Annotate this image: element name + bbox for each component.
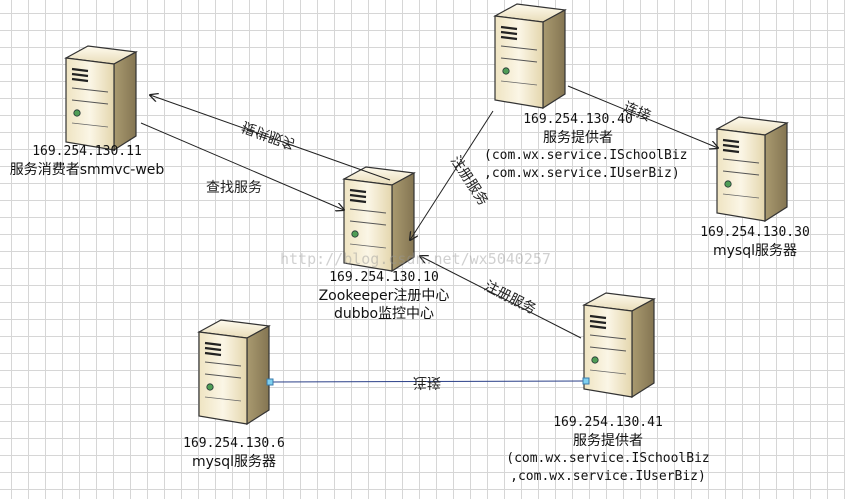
consumer-server-icon [64, 44, 138, 152]
mysql6-ip: 169.254.130.6 [183, 436, 285, 451]
connector-handle[interactable] [582, 377, 590, 385]
mysql6-label: 169.254.130.6 mysql服务器 [164, 435, 304, 471]
provider41-iface1: (com.wx.service.ISchoolBiz [506, 451, 710, 466]
mysql30-label: 169.254.130.30 mysql服务器 [685, 224, 825, 260]
mysql6-name: mysql服务器 [192, 454, 276, 470]
provider41-ip: 169.254.130.41 [553, 415, 663, 430]
mysql6-server-icon [197, 318, 271, 426]
consumer-label: 169.254.130.11 服务消费者smmvc-web [2, 143, 172, 179]
provider41-name: 服务提供者 [573, 433, 643, 449]
watermark: http://blog.csdn.net/wx5040257 [280, 250, 551, 268]
provider41-server-icon [582, 291, 656, 399]
connect-41-6-line [269, 380, 587, 383]
register-41-arrow [420, 256, 582, 339]
zookeeper-label: 169.254.130.10 Zookeeper注册中心 dubbo监控中心 [304, 269, 464, 323]
find-service-label: 查找服务 [206, 180, 262, 196]
provide-service-arrow [150, 95, 391, 181]
zookeeper-sub: dubbo监控中心 [333, 306, 435, 322]
connector-handle[interactable] [266, 378, 274, 386]
provider40-iface2: ,com.wx.service.IUserBiz) [484, 166, 680, 181]
provider41-label: 169.254.130.41 服务提供者 (com.wx.service.ISc… [505, 414, 711, 486]
mysql30-name: mysql服务器 [713, 243, 797, 259]
connect-41-6-label: 连接 [413, 374, 441, 390]
mysql30-ip: 169.254.130.30 [700, 225, 810, 240]
connect-40-30-arrow [567, 85, 718, 148]
provider40-ip: 169.254.130.40 [523, 112, 633, 127]
zookeeper-ip: 169.254.130.10 [329, 270, 439, 285]
provider40-label: 169.254.130.40 服务提供者 (com.wx.service.ISc… [484, 111, 688, 183]
provider41-iface2: ,com.wx.service.IUserBiz) [510, 469, 706, 484]
consumer-name: 服务消费者smmvc-web [9, 162, 165, 178]
provider40-name: 服务提供者 [543, 130, 613, 146]
zookeeper-name: Zookeeper注册中心 [318, 288, 450, 304]
provider40-server-icon [493, 2, 567, 110]
consumer-ip: 169.254.130.11 [32, 144, 142, 159]
register-40-arrow [410, 110, 494, 240]
provider40-iface1: (com.wx.service.ISchoolBiz [484, 148, 688, 163]
find-service-arrow [140, 122, 344, 210]
mysql30-server-icon [715, 115, 789, 223]
